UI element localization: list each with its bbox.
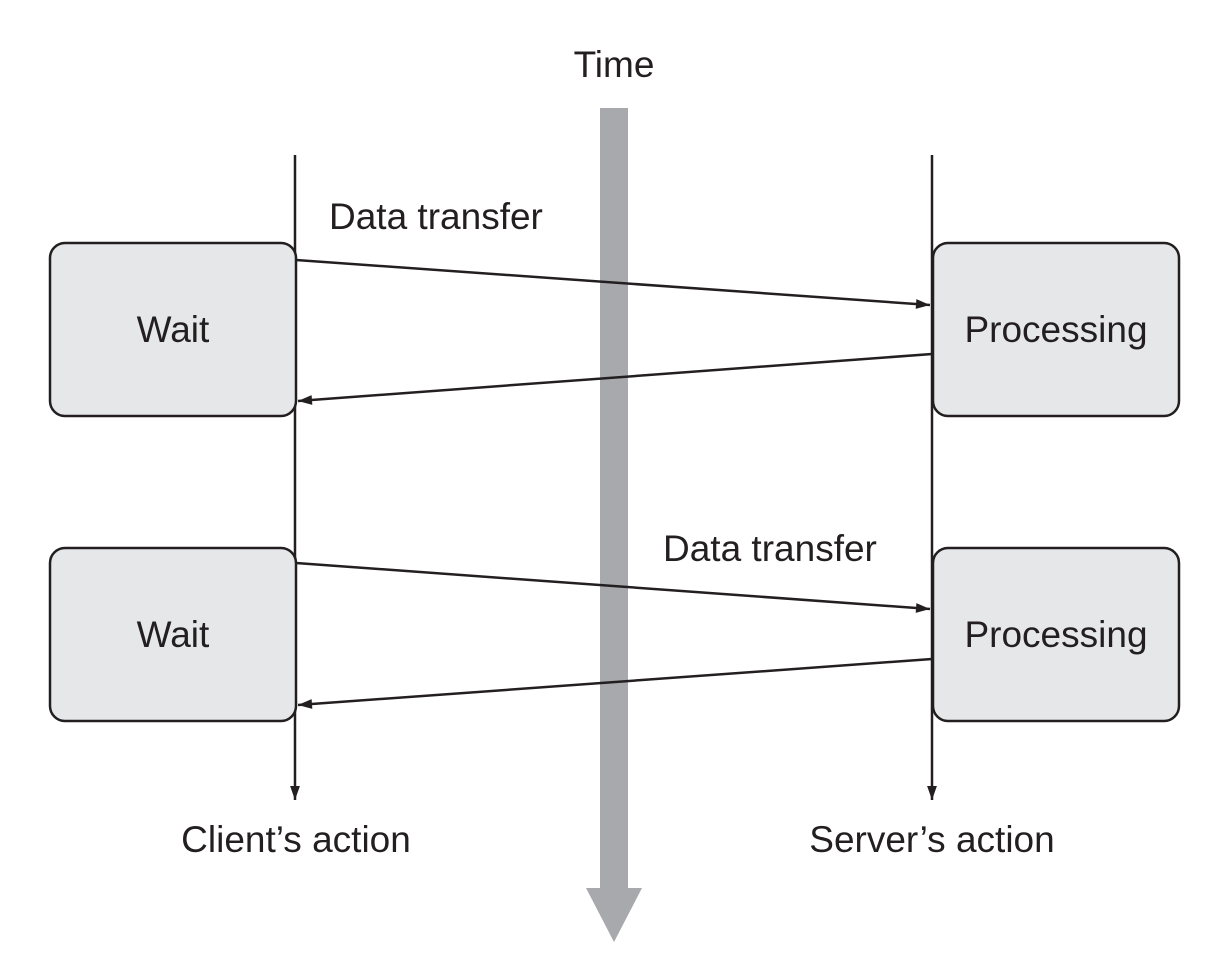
step-2-request-arrow (295, 561, 931, 613)
processing-box (931, 241, 1181, 418)
step-2-response-arrow (297, 657, 933, 709)
processing-box (931, 546, 1181, 723)
wait-box (48, 241, 298, 418)
step-2-data-transfer-label: Data transfer (663, 528, 877, 569)
step-2-client-wait-box: Wait (48, 546, 298, 723)
wait-box (48, 546, 298, 723)
time-axis-arrowhead (586, 888, 642, 942)
step-2-server-processing-box: Processing (931, 546, 1181, 723)
server-action-label: Server’s action (809, 819, 1054, 860)
time-axis-shaft (600, 108, 628, 890)
wait-box-label: Wait (137, 614, 210, 655)
processing-box-label: Processing (964, 309, 1147, 350)
step-1-response-arrow (297, 352, 933, 405)
time-axis-label: Time (574, 44, 655, 85)
step-1-request-arrow (295, 258, 931, 309)
step-1-data-transfer-label: Data transfer (329, 196, 543, 237)
client-action-label: Client’s action (181, 819, 411, 860)
processing-box-label: Processing (964, 614, 1147, 655)
time-axis (586, 108, 642, 942)
step-1-server-processing-box: Processing (931, 241, 1181, 418)
step-1-client-wait-box: Wait (48, 241, 298, 418)
wait-box-label: Wait (137, 309, 210, 350)
